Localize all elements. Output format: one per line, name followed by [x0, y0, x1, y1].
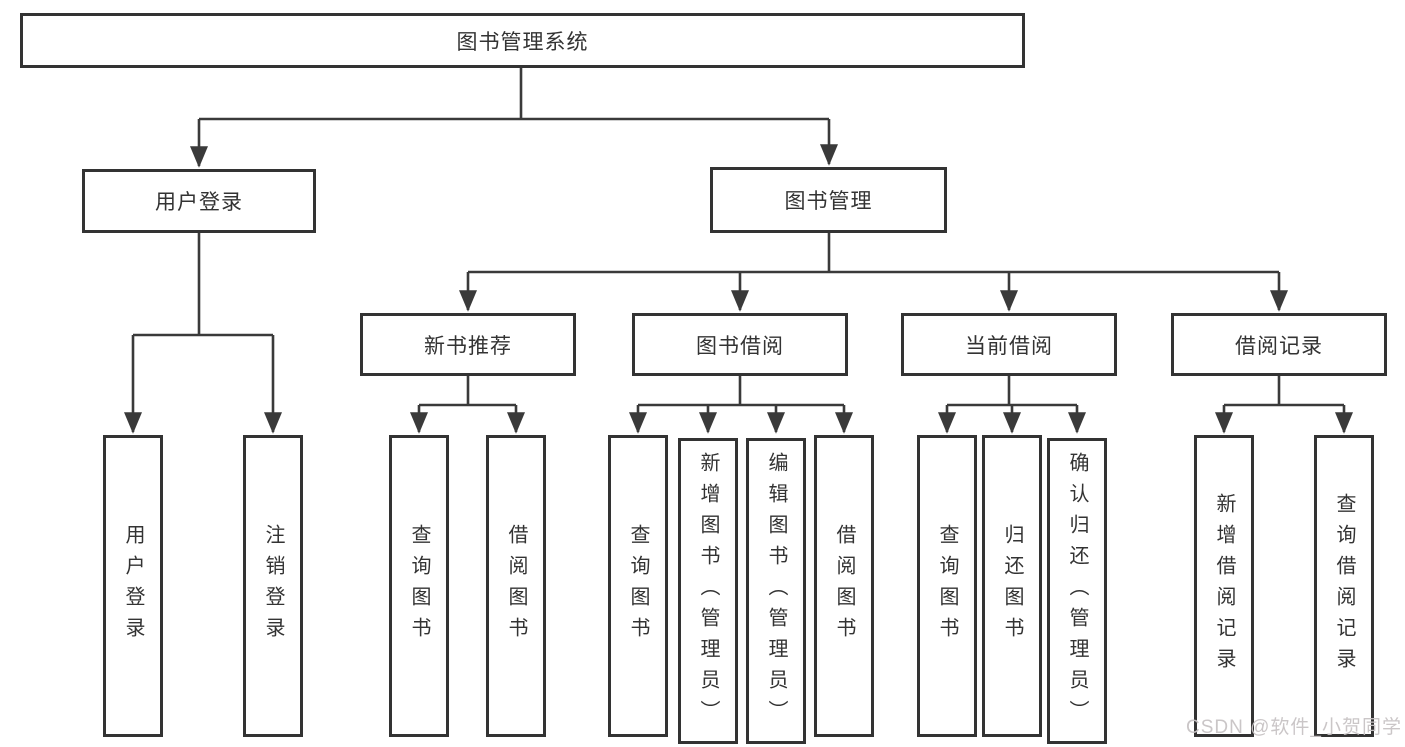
leaf-label: 用户登录 — [122, 524, 144, 648]
leaf-confirm-return-admin: 确认归还（管理员） — [1047, 438, 1107, 744]
leaf-add-books-admin: 新增图书（管理员） — [678, 438, 738, 744]
leaf-label: 确认归还（管理员） — [1066, 451, 1088, 731]
leaf-label: 借阅图书 — [505, 524, 527, 648]
node-current-borrow: 当前借阅 — [901, 313, 1117, 376]
node-book-management: 图书管理 — [710, 167, 947, 233]
leaf-query-books-1: 查询图书 — [389, 435, 449, 737]
node-book-borrow: 图书借阅 — [632, 313, 848, 376]
leaf-logout: 注销登录 — [243, 435, 303, 737]
leaf-query-books-2: 查询图书 — [608, 435, 668, 737]
leaf-label: 新增图书（管理员） — [697, 451, 719, 731]
leaf-query-books-3: 查询图书 — [917, 435, 977, 737]
node-library-management-system: 图书管理系统 — [20, 13, 1025, 68]
node-user-login: 用户登录 — [82, 169, 316, 233]
leaf-label: 查询图书 — [936, 524, 958, 648]
leaf-label: 新增借阅记录 — [1213, 493, 1235, 679]
leaf-query-borrow-record: 查询借阅记录 — [1314, 435, 1374, 737]
leaf-label: 编辑图书（管理员） — [765, 451, 787, 731]
node-new-book-recommend: 新书推荐 — [360, 313, 576, 376]
leaf-add-borrow-record: 新增借阅记录 — [1194, 435, 1254, 737]
leaf-label: 查询图书 — [627, 524, 649, 648]
leaf-user-login: 用户登录 — [103, 435, 163, 737]
leaf-label: 借阅图书 — [833, 524, 855, 648]
leaf-borrow-books-2: 借阅图书 — [814, 435, 874, 737]
leaf-borrow-books-1: 借阅图书 — [486, 435, 546, 737]
leaf-label: 注销登录 — [262, 524, 284, 648]
csdn-watermark: CSDN @软件_小贺同学 — [1186, 717, 1402, 738]
leaf-return-books: 归还图书 — [982, 435, 1042, 737]
leaf-label: 查询借阅记录 — [1333, 493, 1355, 679]
leaf-label: 归还图书 — [1001, 524, 1023, 648]
leaf-edit-books-admin: 编辑图书（管理员） — [746, 438, 806, 744]
node-borrow-records: 借阅记录 — [1171, 313, 1387, 376]
leaf-label: 查询图书 — [408, 524, 430, 648]
